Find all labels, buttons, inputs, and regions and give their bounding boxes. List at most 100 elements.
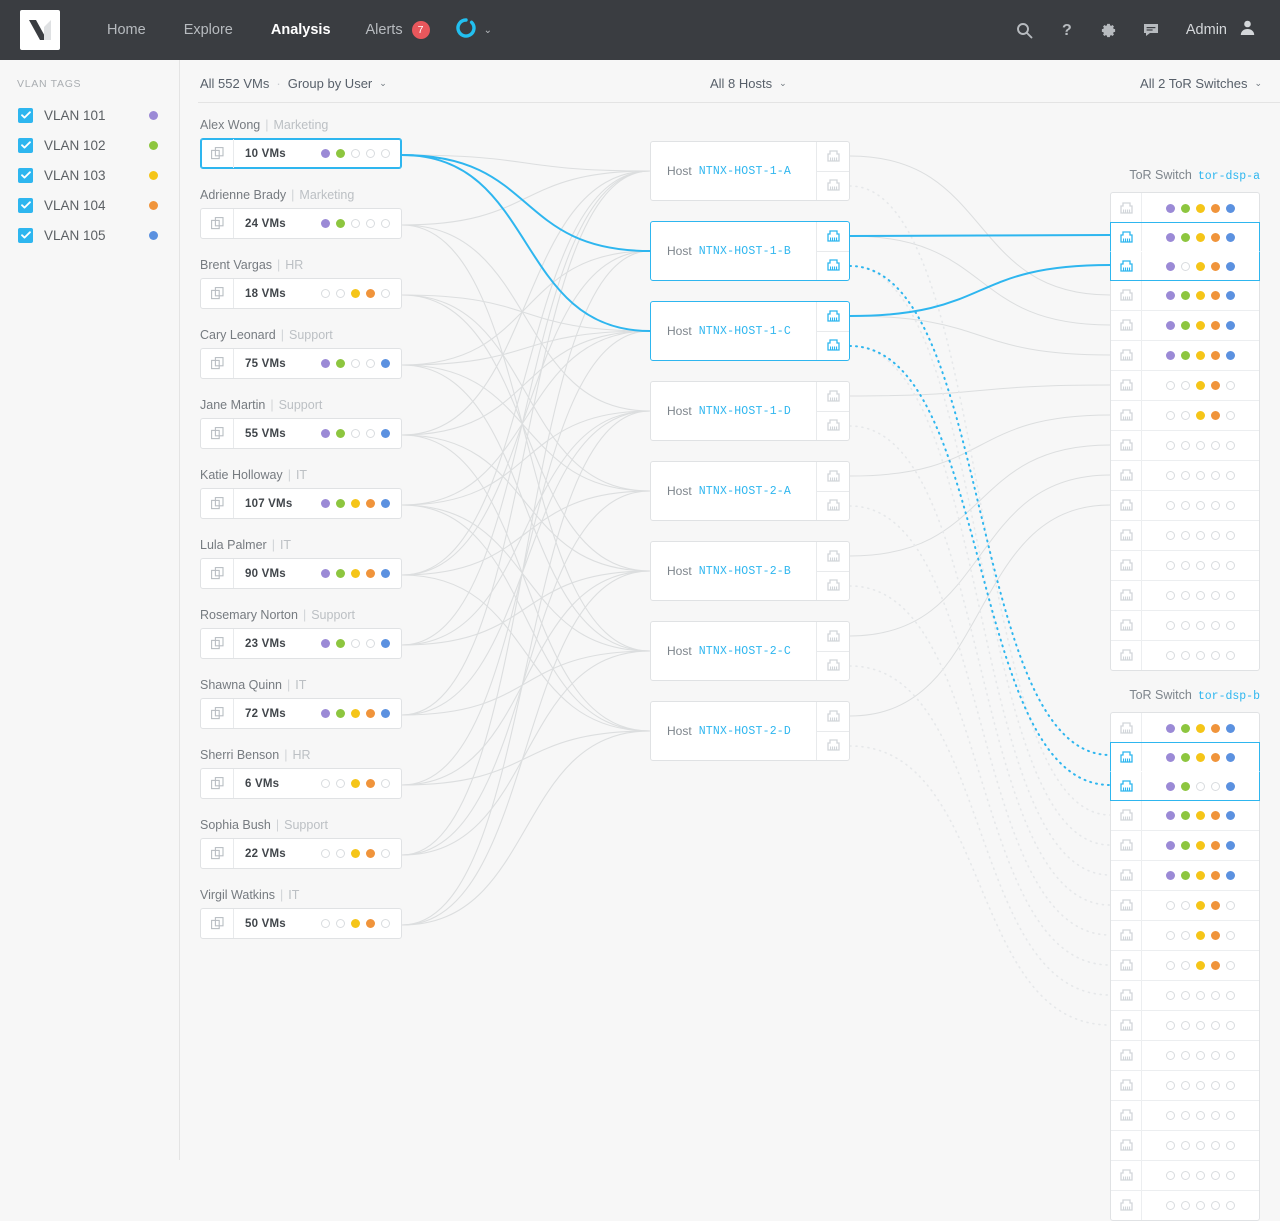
ethernet-port-icon[interactable] xyxy=(817,702,849,731)
host-box[interactable]: Host NTNX-HOST-1-A xyxy=(650,141,850,201)
ethernet-port-icon[interactable] xyxy=(1111,371,1142,400)
ethernet-port-icon[interactable] xyxy=(1111,1041,1142,1070)
gear-icon[interactable] xyxy=(1088,0,1130,60)
tor-port-row[interactable] xyxy=(1111,430,1259,460)
host-box[interactable]: Host NTNX-HOST-1-C xyxy=(650,301,850,361)
ethernet-port-icon[interactable] xyxy=(1111,743,1142,771)
ethernet-port-icon[interactable] xyxy=(817,330,849,361)
ethernet-port-icon[interactable] xyxy=(817,462,849,491)
tor-port-row[interactable] xyxy=(1111,1040,1259,1070)
ethernet-port-icon[interactable] xyxy=(1111,921,1142,950)
ethernet-port-icon[interactable] xyxy=(1111,831,1142,860)
tor-port-row[interactable] xyxy=(1110,222,1260,252)
ethernet-port-icon[interactable] xyxy=(1111,981,1142,1010)
nav-link-explore[interactable]: Explore xyxy=(183,22,233,38)
tor-port-row[interactable] xyxy=(1111,1190,1259,1220)
ethernet-port-icon[interactable] xyxy=(817,302,849,331)
ethernet-port-icon[interactable] xyxy=(1111,223,1142,251)
search-icon[interactable] xyxy=(1004,0,1046,60)
tor-port-row[interactable] xyxy=(1111,830,1259,860)
user-vm-box[interactable]: 90 VMs xyxy=(200,558,402,589)
cluster-selector[interactable]: ⌄ xyxy=(455,17,492,43)
ethernet-port-icon[interactable] xyxy=(1111,311,1142,340)
user-vm-box[interactable]: 23 VMs xyxy=(200,628,402,659)
sidebar-item-vlan-4[interactable]: VLAN 104 xyxy=(0,190,179,220)
tor-port-row[interactable] xyxy=(1110,742,1260,772)
sidebar-item-vlan-5[interactable]: VLAN 105 xyxy=(0,220,179,250)
nav-link-home[interactable]: Home xyxy=(107,22,146,38)
ethernet-port-icon[interactable] xyxy=(817,542,849,571)
tor-port-row[interactable] xyxy=(1111,640,1259,670)
user-vm-box[interactable]: 18 VMs xyxy=(200,278,402,309)
tor-port-row[interactable] xyxy=(1110,251,1260,281)
ethernet-port-icon[interactable] xyxy=(1111,341,1142,370)
ethernet-port-icon[interactable] xyxy=(817,142,849,171)
sidebar-item-vlan-2[interactable]: VLAN 102 xyxy=(0,130,179,160)
ethernet-port-icon[interactable] xyxy=(817,570,849,601)
ethernet-port-icon[interactable] xyxy=(817,622,849,651)
ethernet-port-icon[interactable] xyxy=(817,490,849,521)
tor-port-row[interactable] xyxy=(1111,890,1259,920)
sidebar-item-vlan-3[interactable]: VLAN 103 xyxy=(0,160,179,190)
user-vm-box[interactable]: 6 VMs xyxy=(200,768,402,799)
user-vm-box[interactable]: 55 VMs xyxy=(200,418,402,449)
tor-port-row[interactable] xyxy=(1111,1100,1259,1130)
chat-icon[interactable] xyxy=(1130,0,1172,60)
ethernet-port-icon[interactable] xyxy=(1111,401,1142,430)
tor-port-row[interactable] xyxy=(1111,370,1259,400)
tor-port-row[interactable] xyxy=(1111,490,1259,520)
ethernet-port-icon[interactable] xyxy=(1111,891,1142,920)
hosts-dropdown[interactable]: All 8 Hosts ⌄ xyxy=(710,76,787,91)
tor-port-row[interactable] xyxy=(1111,920,1259,950)
ethernet-port-icon[interactable] xyxy=(817,222,849,251)
tor-port-row[interactable] xyxy=(1111,460,1259,490)
tor-port-row[interactable] xyxy=(1111,713,1259,743)
user-vm-box[interactable]: 24 VMs xyxy=(200,208,402,239)
host-box[interactable]: Host NTNX-HOST-2-C xyxy=(650,621,850,681)
ethernet-port-icon[interactable] xyxy=(1111,951,1142,980)
ethernet-port-icon[interactable] xyxy=(1111,1071,1142,1100)
user-vm-box[interactable]: 10 VMs xyxy=(200,138,402,169)
tor-port-row[interactable] xyxy=(1111,860,1259,890)
tor-port-row[interactable] xyxy=(1111,1010,1259,1040)
tor-port-row[interactable] xyxy=(1111,550,1259,580)
ethernet-port-icon[interactable] xyxy=(1111,521,1142,550)
vlan-checkbox[interactable] xyxy=(18,137,33,153)
vlan-checkbox[interactable] xyxy=(18,197,33,213)
ethernet-port-icon[interactable] xyxy=(1111,713,1142,743)
ethernet-port-icon[interactable] xyxy=(817,250,849,281)
tor-port-row[interactable] xyxy=(1111,1160,1259,1190)
ethernet-port-icon[interactable] xyxy=(1111,772,1142,800)
ethernet-port-icon[interactable] xyxy=(1111,252,1142,280)
host-box[interactable]: Host NTNX-HOST-2-A xyxy=(650,461,850,521)
nav-link-alerts[interactable]: Alerts 7 xyxy=(350,21,446,39)
tor-port-row[interactable] xyxy=(1111,400,1259,430)
ethernet-port-icon[interactable] xyxy=(1111,1101,1142,1130)
nav-link-analysis[interactable]: Analysis xyxy=(270,22,331,38)
user-vm-box[interactable]: 72 VMs xyxy=(200,698,402,729)
group-by-dropdown[interactable]: Group by User ⌄ xyxy=(288,76,387,91)
vlan-checkbox[interactable] xyxy=(18,227,33,243)
ethernet-port-icon[interactable] xyxy=(1111,551,1142,580)
user-vm-box[interactable]: 50 VMs xyxy=(200,908,402,939)
ethernet-port-icon[interactable] xyxy=(1111,581,1142,610)
nutanix-logo-icon[interactable] xyxy=(20,10,60,50)
ethernet-port-icon[interactable] xyxy=(817,382,849,411)
tor-port-row[interactable] xyxy=(1111,1070,1259,1100)
ethernet-port-icon[interactable] xyxy=(1111,193,1142,223)
tor-port-row[interactable] xyxy=(1111,610,1259,640)
ethernet-port-icon[interactable] xyxy=(1111,641,1142,670)
user-vm-box[interactable]: 107 VMs xyxy=(200,488,402,519)
host-box[interactable]: Host NTNX-HOST-2-D xyxy=(650,701,850,761)
tor-port-row[interactable] xyxy=(1110,771,1260,801)
user-vm-box[interactable]: 75 VMs xyxy=(200,348,402,379)
ethernet-port-icon[interactable] xyxy=(1111,1011,1142,1040)
vlan-checkbox[interactable] xyxy=(18,167,33,183)
tor-port-row[interactable] xyxy=(1111,800,1259,830)
help-icon[interactable]: ? xyxy=(1046,0,1088,60)
tor-switches-dropdown[interactable]: All 2 ToR Switches ⌄ xyxy=(1140,76,1262,91)
ethernet-port-icon[interactable] xyxy=(1111,1191,1142,1220)
tor-port-row[interactable] xyxy=(1111,280,1259,310)
tor-port-row[interactable] xyxy=(1111,340,1259,370)
tor-port-row[interactable] xyxy=(1111,520,1259,550)
